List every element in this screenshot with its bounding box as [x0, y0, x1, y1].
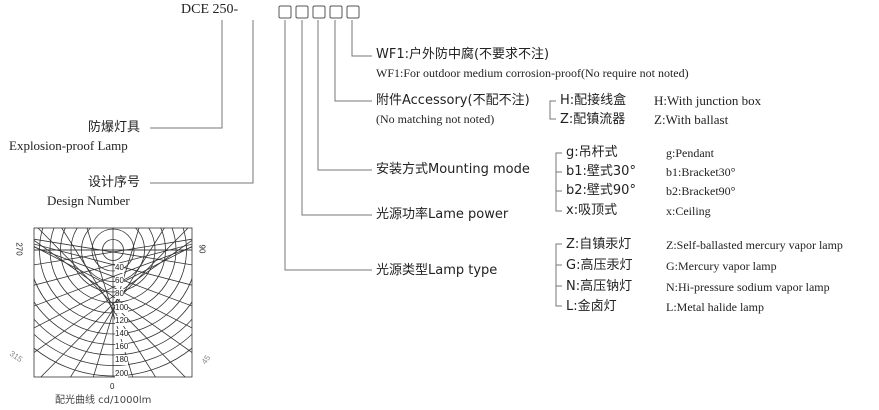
- mounting-g-en: g:Pendant: [666, 146, 714, 160]
- bracket-lamptype: [555, 243, 562, 307]
- accessory-z-cn: Z:配镇流器: [560, 112, 626, 127]
- lamptype-n-en: N:Hi-pressure sodium vapor lamp: [666, 280, 830, 294]
- connector-lamptype: [284, 20, 372, 271]
- mounting-b2-en: b2:Bracket90°: [666, 184, 736, 198]
- code-slot-box: [295, 5, 309, 19]
- design-cn: 设计序号: [88, 175, 141, 190]
- code-slot-box: [346, 5, 360, 19]
- accessory-en: (No matching not noted): [376, 112, 495, 126]
- angle-0: 0: [110, 382, 115, 391]
- polar-radial: [34, 238, 192, 266]
- polar-ring-label: 180: [115, 355, 129, 366]
- accessory-h-cn: H:配接线盒: [560, 93, 627, 108]
- polar-radial: [34, 246, 192, 307]
- polar-ring-label: 160: [115, 342, 129, 353]
- lamptype-g-en: G:Mercury vapor lamp: [666, 259, 777, 273]
- mounting-x-en: x:Ceiling: [666, 204, 711, 218]
- wf1-en: WF1:For outdoor medium corrosion-proof(N…: [376, 66, 689, 80]
- accessory-h-en: H:With junction box: [654, 93, 762, 108]
- mounting-x-cn: x:吸顶式: [566, 203, 618, 218]
- lamptype-z-cn: Z:自镇汞灯: [566, 237, 632, 252]
- accessory-label: 附件Accessory(不配不注): [376, 93, 530, 108]
- polar-ring-label: 100: [115, 302, 129, 313]
- lamptype-l-cn: L:金卤灯: [566, 299, 617, 314]
- polar-ring-label: 200: [115, 368, 129, 379]
- polar-ring-label: 140: [115, 329, 129, 339]
- code-slot-box: [329, 5, 343, 19]
- bracket-mounting: [555, 152, 562, 212]
- lamptype-n-cn: N:高压钠灯: [566, 279, 633, 294]
- lamptype-label: 光源类型Lamp type: [376, 263, 498, 278]
- connector-mounting: [317, 20, 372, 171]
- mounting-b1-en: b1:Bracket30°: [666, 165, 736, 179]
- lamptype-l-en: L:Metal halide lamp: [666, 300, 764, 314]
- connector-explosion: [150, 20, 223, 129]
- polar-radial: [34, 243, 192, 286]
- mounting-label: 安装方式Mounting mode: [376, 162, 530, 177]
- polar-radial: [61, 228, 156, 377]
- accessory-z-en: Z:With ballast: [654, 112, 729, 127]
- lamptype-g-cn: G:高压汞灯: [566, 258, 633, 273]
- explosion-cn: 防爆灯具: [88, 120, 141, 135]
- mounting-b1-cn: b1:壁式30°: [566, 164, 636, 179]
- power-label: 光源功率Lame power: [376, 207, 509, 222]
- explosion-en: Explosion-proof Lamp: [9, 138, 128, 153]
- connector-accessory: [334, 20, 372, 102]
- polar-ring-label: 80: [115, 289, 124, 300]
- angle-90: 90: [197, 244, 207, 254]
- connector-design: [150, 20, 254, 184]
- design-en: Design Number: [47, 193, 130, 208]
- connector-power: [301, 20, 372, 216]
- polar-ring-label: 120: [115, 315, 129, 326]
- lamptype-z-en: Z:Self-ballasted mercury vapor lamp: [666, 238, 843, 252]
- mounting-b2-cn: b2:壁式90°: [566, 183, 636, 198]
- code-slot-box: [312, 5, 326, 19]
- polar-ring-label: 40: [115, 263, 124, 273]
- polar-caption: 配光曲线 cd/1000lm: [55, 395, 152, 406]
- model-prefix: DCE 250-: [181, 2, 239, 17]
- connector-wf1: [351, 20, 372, 57]
- polar-radial: [37, 228, 186, 377]
- bracket-accessory: [549, 100, 556, 120]
- polar-radial: [86, 228, 134, 377]
- polar-ring-label: 60: [115, 276, 124, 287]
- mounting-g-cn: g:吊杆式: [566, 145, 618, 160]
- wf1-cn: WF1:户外防中腐(不要求不注): [376, 47, 550, 62]
- polar-radial: [34, 239, 192, 354]
- angle-270: 270: [14, 242, 24, 256]
- code-slot-box: [278, 5, 292, 19]
